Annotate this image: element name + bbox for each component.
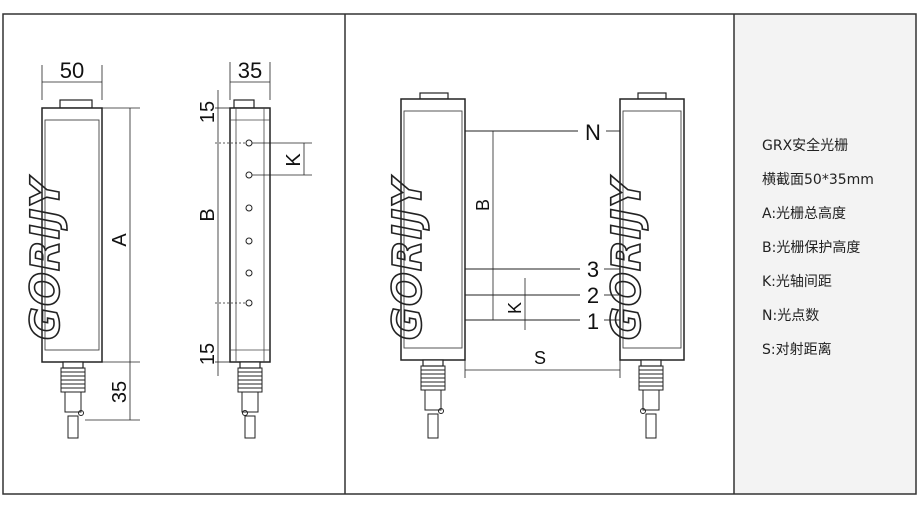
spec-item: 横截面50*35mm	[762, 172, 874, 188]
dim-15-top-label: 15	[197, 101, 219, 123]
dim-35-side-label: 35	[238, 58, 262, 83]
spec-item: N:光点数	[762, 308, 819, 324]
spec-item: K:光轴间距	[762, 274, 832, 290]
logo-receiver: GORIJY	[604, 175, 650, 340]
dim-s-label: S	[534, 348, 546, 368]
beam-2-label: 2	[587, 283, 599, 308]
logo-front: GORIJY	[23, 175, 69, 340]
spec-item: GRX安全光栅	[762, 137, 848, 154]
dim-15-bottom-label: 15	[197, 343, 219, 365]
spec-item: B:光栅保护高度	[762, 239, 860, 256]
pair-view: GORIJY GORIJY	[384, 92, 685, 439]
dim-b-pair-label: B	[473, 199, 493, 211]
dim-a-label: A	[109, 233, 131, 247]
dim-k-side-label: K	[283, 153, 305, 167]
dim-35-connector-label: 35	[109, 381, 131, 403]
spec-item: S:对射距离	[762, 341, 832, 358]
dim-b-side-label: B	[197, 208, 219, 221]
logo-emitter: GORIJY	[385, 175, 431, 340]
front-view: GORIJY 50 A 35	[22, 58, 140, 439]
beam-3-label: 3	[587, 257, 599, 282]
sheet-border	[2, 13, 917, 495]
spec-panel-background	[734, 14, 916, 494]
spec-item: A:光栅总高度	[762, 205, 846, 222]
spec-list: GRX安全光栅 横截面50*35mm A:光栅总高度 B:光栅保护高度 K:光轴…	[762, 137, 874, 358]
dim-k-pair-label: K	[505, 302, 525, 314]
beam-1-label: 1	[587, 309, 599, 334]
side-view: 35 15 B 15 K	[197, 58, 312, 439]
label-n: N	[585, 120, 601, 145]
dim-50-label: 50	[60, 58, 84, 83]
